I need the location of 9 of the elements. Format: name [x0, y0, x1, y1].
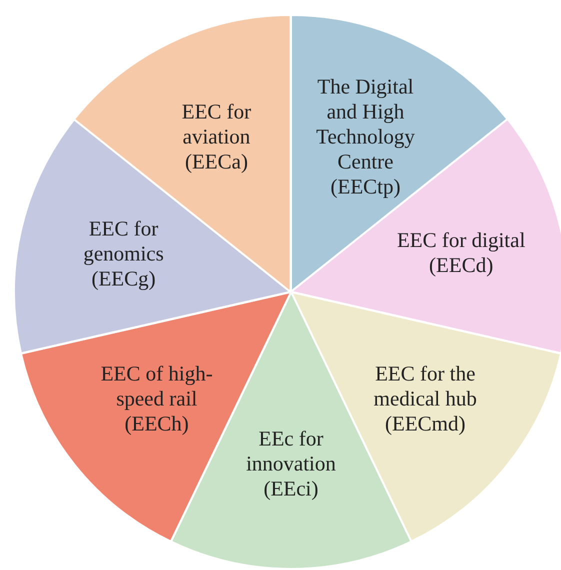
- slice-label: EEC for the medical hub (EECmd): [372, 362, 478, 437]
- pie-slice: [74, 15, 291, 292]
- slice-label: EEc for innovation (EEci): [245, 426, 337, 502]
- slice-label: EEC for digital (EECd): [396, 228, 526, 278]
- pie-slice: [14, 119, 291, 354]
- slice-label: The Digital and High Technology Centre (EECtp): [315, 74, 416, 200]
- slice-label: EEC for genomics (EECg): [82, 216, 165, 292]
- slice-label: EEC for aviation (EECa): [180, 100, 252, 175]
- slice-label: EEC of high-speed rail (EECh): [100, 362, 214, 437]
